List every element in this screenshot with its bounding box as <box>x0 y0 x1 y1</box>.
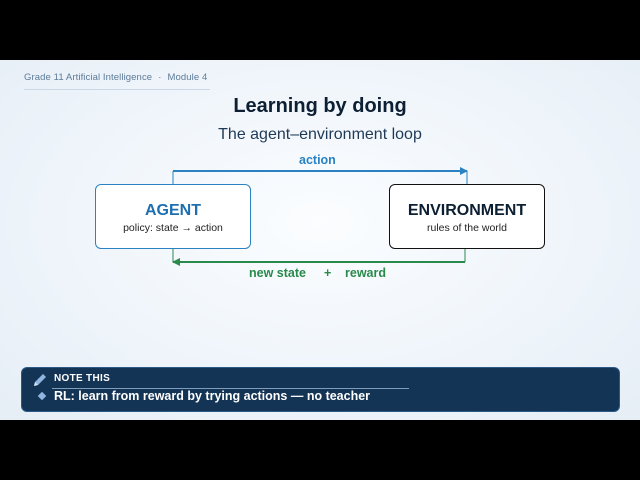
breadcrumb-separator: · <box>158 72 162 83</box>
breadcrumb: Grade 11 Artificial Intelligence · Module … <box>24 72 207 83</box>
module-label: Module 4 <box>167 72 208 83</box>
header-divider <box>24 89 210 90</box>
reward-label: reward <box>345 266 386 280</box>
environment-description: rules of the world <box>427 222 507 234</box>
agent-box: AGENT policy: state → action <box>95 184 251 249</box>
new-state-label: new state <box>249 266 306 280</box>
action-arrow <box>172 167 468 184</box>
agent-description: policy: state → action <box>123 222 223 234</box>
page-subtitle: The agent–environment loop <box>218 126 422 143</box>
note-callout: NOTE THIS RL: learn from reward by tryin… <box>21 367 620 412</box>
plus-label: + <box>324 266 332 280</box>
note-label: NOTE THIS <box>54 373 111 384</box>
environment-name: ENVIRONMENT <box>407 202 527 219</box>
note-divider <box>52 388 409 389</box>
diamond-bullet-icon <box>37 391 47 401</box>
slide: Grade 11 Artificial Intelligence · Module … <box>0 60 640 420</box>
action-label: action <box>299 153 336 167</box>
environment-box: ENVIRONMENT rules of the world <box>389 184 545 249</box>
loop-arrows <box>172 167 468 266</box>
feedback-arrow <box>172 249 466 266</box>
page-title: Learning by doing <box>233 95 407 117</box>
agent-name: AGENT <box>145 202 201 219</box>
pencil-icon <box>32 372 48 393</box>
course-label: Grade 11 Artificial Intelligence <box>24 72 153 83</box>
note-text: RL: learn from reward by trying actions … <box>54 389 371 403</box>
